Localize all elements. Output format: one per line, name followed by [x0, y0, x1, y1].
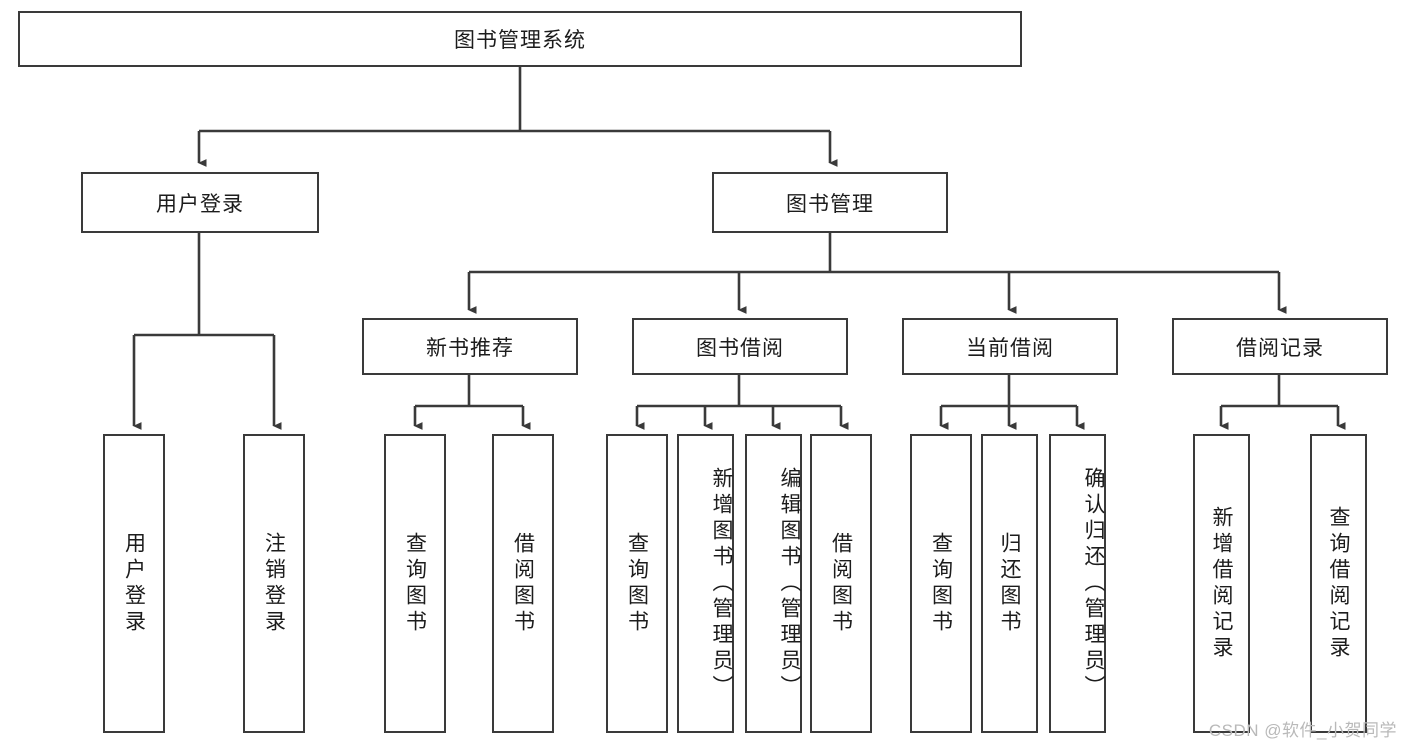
node-label: 新书推荐: [426, 336, 514, 360]
node-label: 确认归还（管理员）: [1082, 466, 1105, 701]
node-label: 用户登录: [156, 192, 244, 216]
node-label: 查询借阅记录: [1327, 505, 1350, 662]
leaf-new-book-borrow[interactable]: 借阅图书: [492, 434, 554, 733]
leaf-current-borrow-return[interactable]: 归还图书: [981, 434, 1038, 733]
node-label: 图书管理: [786, 192, 874, 216]
node-label: 编辑图书（管理员）: [778, 466, 801, 701]
node-book-management[interactable]: 图书管理: [712, 172, 948, 233]
node-label: 借阅图书: [829, 531, 853, 636]
leaf-borrow-records-query[interactable]: 查询借阅记录: [1310, 434, 1367, 733]
leaf-book-borrow-add[interactable]: 新增图书（管理员）: [677, 434, 734, 733]
leaf-new-book-query[interactable]: 查询图书: [384, 434, 446, 733]
node-label: 新增图书（管理员）: [710, 466, 733, 701]
leaf-current-borrow-confirm-return[interactable]: 确认归还（管理员）: [1049, 434, 1106, 733]
node-label: 新增借阅记录: [1210, 505, 1233, 662]
node-label: 当前借阅: [966, 336, 1054, 360]
node-label: 用户登录: [122, 531, 146, 636]
node-label: 查询图书: [403, 531, 427, 636]
leaf-user-login-login[interactable]: 用户登录: [103, 434, 165, 733]
node-label: 借阅记录: [1236, 336, 1324, 360]
node-label: 查询图书: [929, 531, 953, 636]
leaf-current-borrow-query[interactable]: 查询图书: [910, 434, 972, 733]
node-current-borrow[interactable]: 当前借阅: [902, 318, 1118, 375]
leaf-book-borrow-query[interactable]: 查询图书: [606, 434, 668, 733]
leaf-book-borrow-edit[interactable]: 编辑图书（管理员）: [745, 434, 802, 733]
node-label: 借阅图书: [511, 531, 535, 636]
leaf-borrow-records-add[interactable]: 新增借阅记录: [1193, 434, 1250, 733]
node-book-borrow[interactable]: 图书借阅: [632, 318, 848, 375]
node-label: 图书借阅: [696, 336, 784, 360]
node-root-system[interactable]: 图书管理系统: [18, 11, 1022, 67]
leaf-user-login-logout[interactable]: 注销登录: [243, 434, 305, 733]
leaf-book-borrow-borrow[interactable]: 借阅图书: [810, 434, 872, 733]
node-user-login[interactable]: 用户登录: [81, 172, 319, 233]
node-label: 查询图书: [625, 531, 649, 636]
node-label: 注销登录: [262, 531, 286, 636]
node-borrow-records[interactable]: 借阅记录: [1172, 318, 1388, 375]
watermark: CSDN @软件_小贺同学: [1208, 721, 1397, 740]
node-label: 归还图书: [998, 531, 1021, 636]
node-new-book-recommend[interactable]: 新书推荐: [362, 318, 578, 375]
node-label: 图书管理系统: [454, 29, 586, 52]
